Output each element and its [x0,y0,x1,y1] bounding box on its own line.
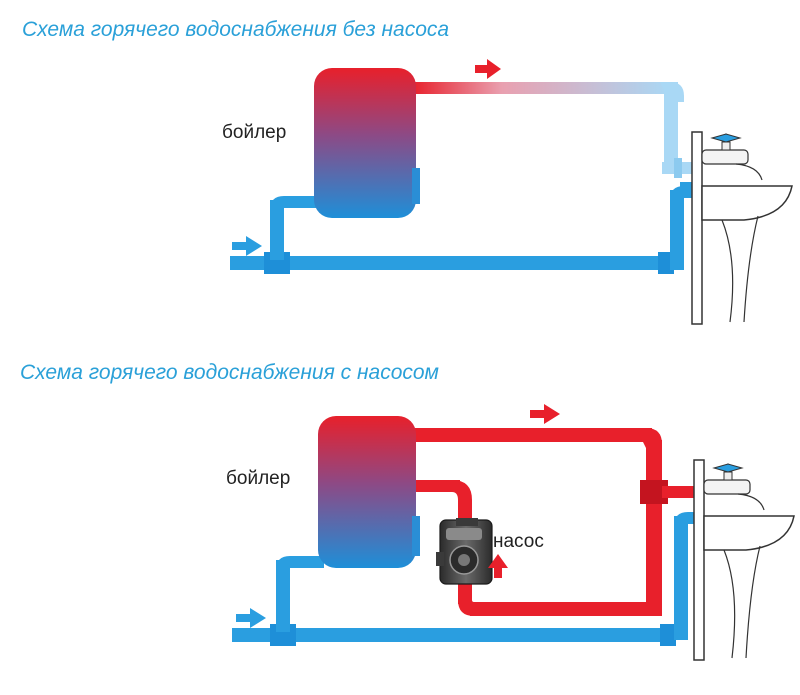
sink [693,459,795,661]
pump-icon [436,518,493,585]
flow-arrow-icon [475,59,501,79]
boiler-icon [314,68,416,218]
flow-arrow-icon [236,608,266,628]
recirculation-pipe [412,480,656,616]
flow-arrow-icon [530,404,560,424]
diagram-title: Схема горячего водоснабжения без насоса [22,18,449,41]
boiler-icon [318,416,416,568]
flow-arrow-icon [488,554,508,578]
boiler-label: бойлер [226,468,290,489]
flow-arrow-icon [232,236,262,256]
pump-label: насос [493,531,544,552]
faucet-icon [701,133,763,181]
diagram-without-pump: Схема горячего водоснабжения без насоса [22,18,793,325]
sink-icon [703,515,795,551]
hot-water-pipe [412,428,702,616]
sink-icon [701,185,793,221]
boiler: бойлер [226,416,420,568]
cold-water-pipe [232,512,702,646]
boiler-label: бойлер [222,122,286,143]
pump: насос [436,518,544,585]
hot-water-pipe [412,82,702,178]
boiler: бойлер [222,68,420,218]
faucet-icon [703,463,765,511]
cold-water-pipe [230,182,702,274]
diagram-title: Схема горячего водоснабжения с насосом [20,361,439,384]
sink [691,131,793,325]
diagram-with-pump: Схема горячего водоснабжения с насосом [20,361,795,661]
